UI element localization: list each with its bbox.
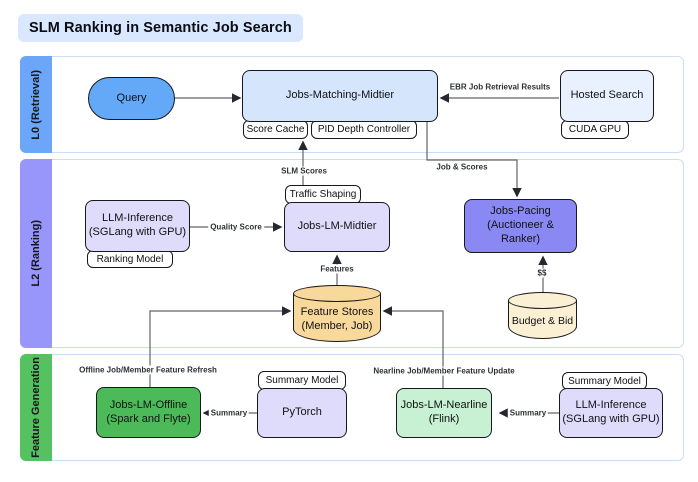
jobs-pacing-label-line2: (Auctioneer & Ranker): [487, 219, 554, 245]
lane-l0-label: L0 (Retrieval): [30, 69, 42, 140]
llm-inference-ranking-node: LLM-Inference (SGLang with GPU): [85, 200, 190, 252]
llm-inference-ranking-label-line1: LLM-Inference: [102, 212, 173, 225]
ranking-model-badge: Ranking Model: [87, 250, 173, 268]
edge-label-slm-scores: SLM Scores: [279, 166, 329, 176]
lane-l2-label: L2 (Ranking): [30, 220, 42, 287]
lane-feature-generation-label-band: Feature Generation: [20, 354, 52, 461]
jobs-pacing-label-line1: Jobs-Pacing: [490, 205, 551, 218]
summary-model-right-label: Summary Model: [568, 375, 641, 387]
pytorch-label: PyTorch: [282, 406, 322, 419]
pytorch-node: PyTorch: [257, 388, 347, 438]
jobs-matching-midtier-label: Jobs-Matching-Midtier: [285, 89, 395, 102]
jobs-lm-nearline-label-line1: Jobs-LM-Nearline: [400, 399, 488, 412]
feature-stores-cylinder-top: [293, 285, 381, 302]
edge-label-dollars: $$: [535, 268, 549, 278]
jobs-matching-midtier-node: Jobs-Matching-Midtier: [242, 70, 438, 122]
llm-inference-feature-node: LLM-Inference (SGLang with GPU): [559, 388, 663, 438]
budget-bid-datastore: Budget & Bid: [508, 292, 577, 339]
edge-label-features: Features: [318, 264, 356, 274]
feature-stores-datastore: Feature Stores (Member, Job): [293, 285, 381, 342]
ranking-model-label: Ranking Model: [96, 253, 164, 265]
cuda-gpu-badge: CUDA GPU: [561, 120, 629, 139]
edge-label-offline-refresh: Offline Job/Member Feature Refresh: [77, 365, 219, 375]
hosted-search-node: Hosted Search: [560, 70, 654, 122]
traffic-shaping-label: Traffic Shaping: [289, 189, 357, 200]
jobs-lm-offline-label-line1: Jobs-LM-Offline: [109, 398, 188, 411]
jobs-lm-offline-node: Jobs-LM-Offline (Spark and Flyte): [96, 387, 201, 438]
jobs-pacing-node: Jobs-Pacing (Auctioneer & Ranker): [464, 199, 577, 253]
budget-bid-label: Budget & Bid: [511, 315, 574, 328]
jobs-lm-nearline-node: Jobs-LM-Nearline (Flink): [396, 388, 492, 438]
feature-stores-label-line2: (Member, Job): [301, 320, 373, 332]
lane-feature-generation-label: Feature Generation: [30, 357, 42, 458]
cuda-gpu-label: CUDA GPU: [568, 124, 622, 135]
query-label: Query: [116, 91, 147, 104]
llm-inference-ranking-label-line2: (SGLang with GPU): [88, 226, 187, 238]
jobs-lm-midtier-label: Jobs-LM-Midtier: [297, 220, 377, 233]
summary-model-left-label: Summary Model: [265, 375, 339, 386]
diagram-title: SLM Ranking in Semantic Job Search: [18, 14, 303, 42]
lane-l2-label-band: L2 (Ranking): [20, 159, 52, 348]
query-node: Query: [88, 77, 175, 120]
edge-label-summary-left: Summary: [208, 408, 250, 418]
lane-l0-label-band: L0 (Retrieval): [20, 56, 52, 153]
jobs-lm-midtier-node: Jobs-LM-Midtier: [284, 202, 390, 252]
jobs-lm-nearline-label-line2: (Flink): [428, 413, 460, 425]
edge-label-summary-right: Summary: [507, 408, 549, 418]
score-cache-badge: Score Cache: [243, 120, 308, 139]
score-cache-label: Score Cache: [246, 124, 305, 135]
jobs-lm-offline-label-line2: (Spark and Flyte): [106, 412, 191, 425]
pid-depth-controller-label: PID Depth Controller: [317, 124, 411, 135]
feature-stores-label-line1: Feature Stores: [300, 306, 374, 319]
edge-label-ebr-job-retrieval-results: EBR Job Retrieval Results: [449, 82, 551, 92]
hosted-search-label: Hosted Search: [570, 89, 644, 102]
llm-inference-feature-label-line1: LLM-Inference: [575, 399, 647, 412]
edge-label-quality-score: Quality Score: [208, 222, 264, 232]
budget-bid-cylinder-top: [508, 292, 577, 309]
llm-inference-feature-label-line2: (SGLang with GPU): [562, 413, 660, 425]
edge-label-nearline-update: Nearline Job/Member Feature Update: [371, 366, 517, 376]
edge-label-job-and-scores: Job & Scores: [434, 162, 490, 172]
pid-depth-controller-badge: PID Depth Controller: [311, 120, 417, 139]
